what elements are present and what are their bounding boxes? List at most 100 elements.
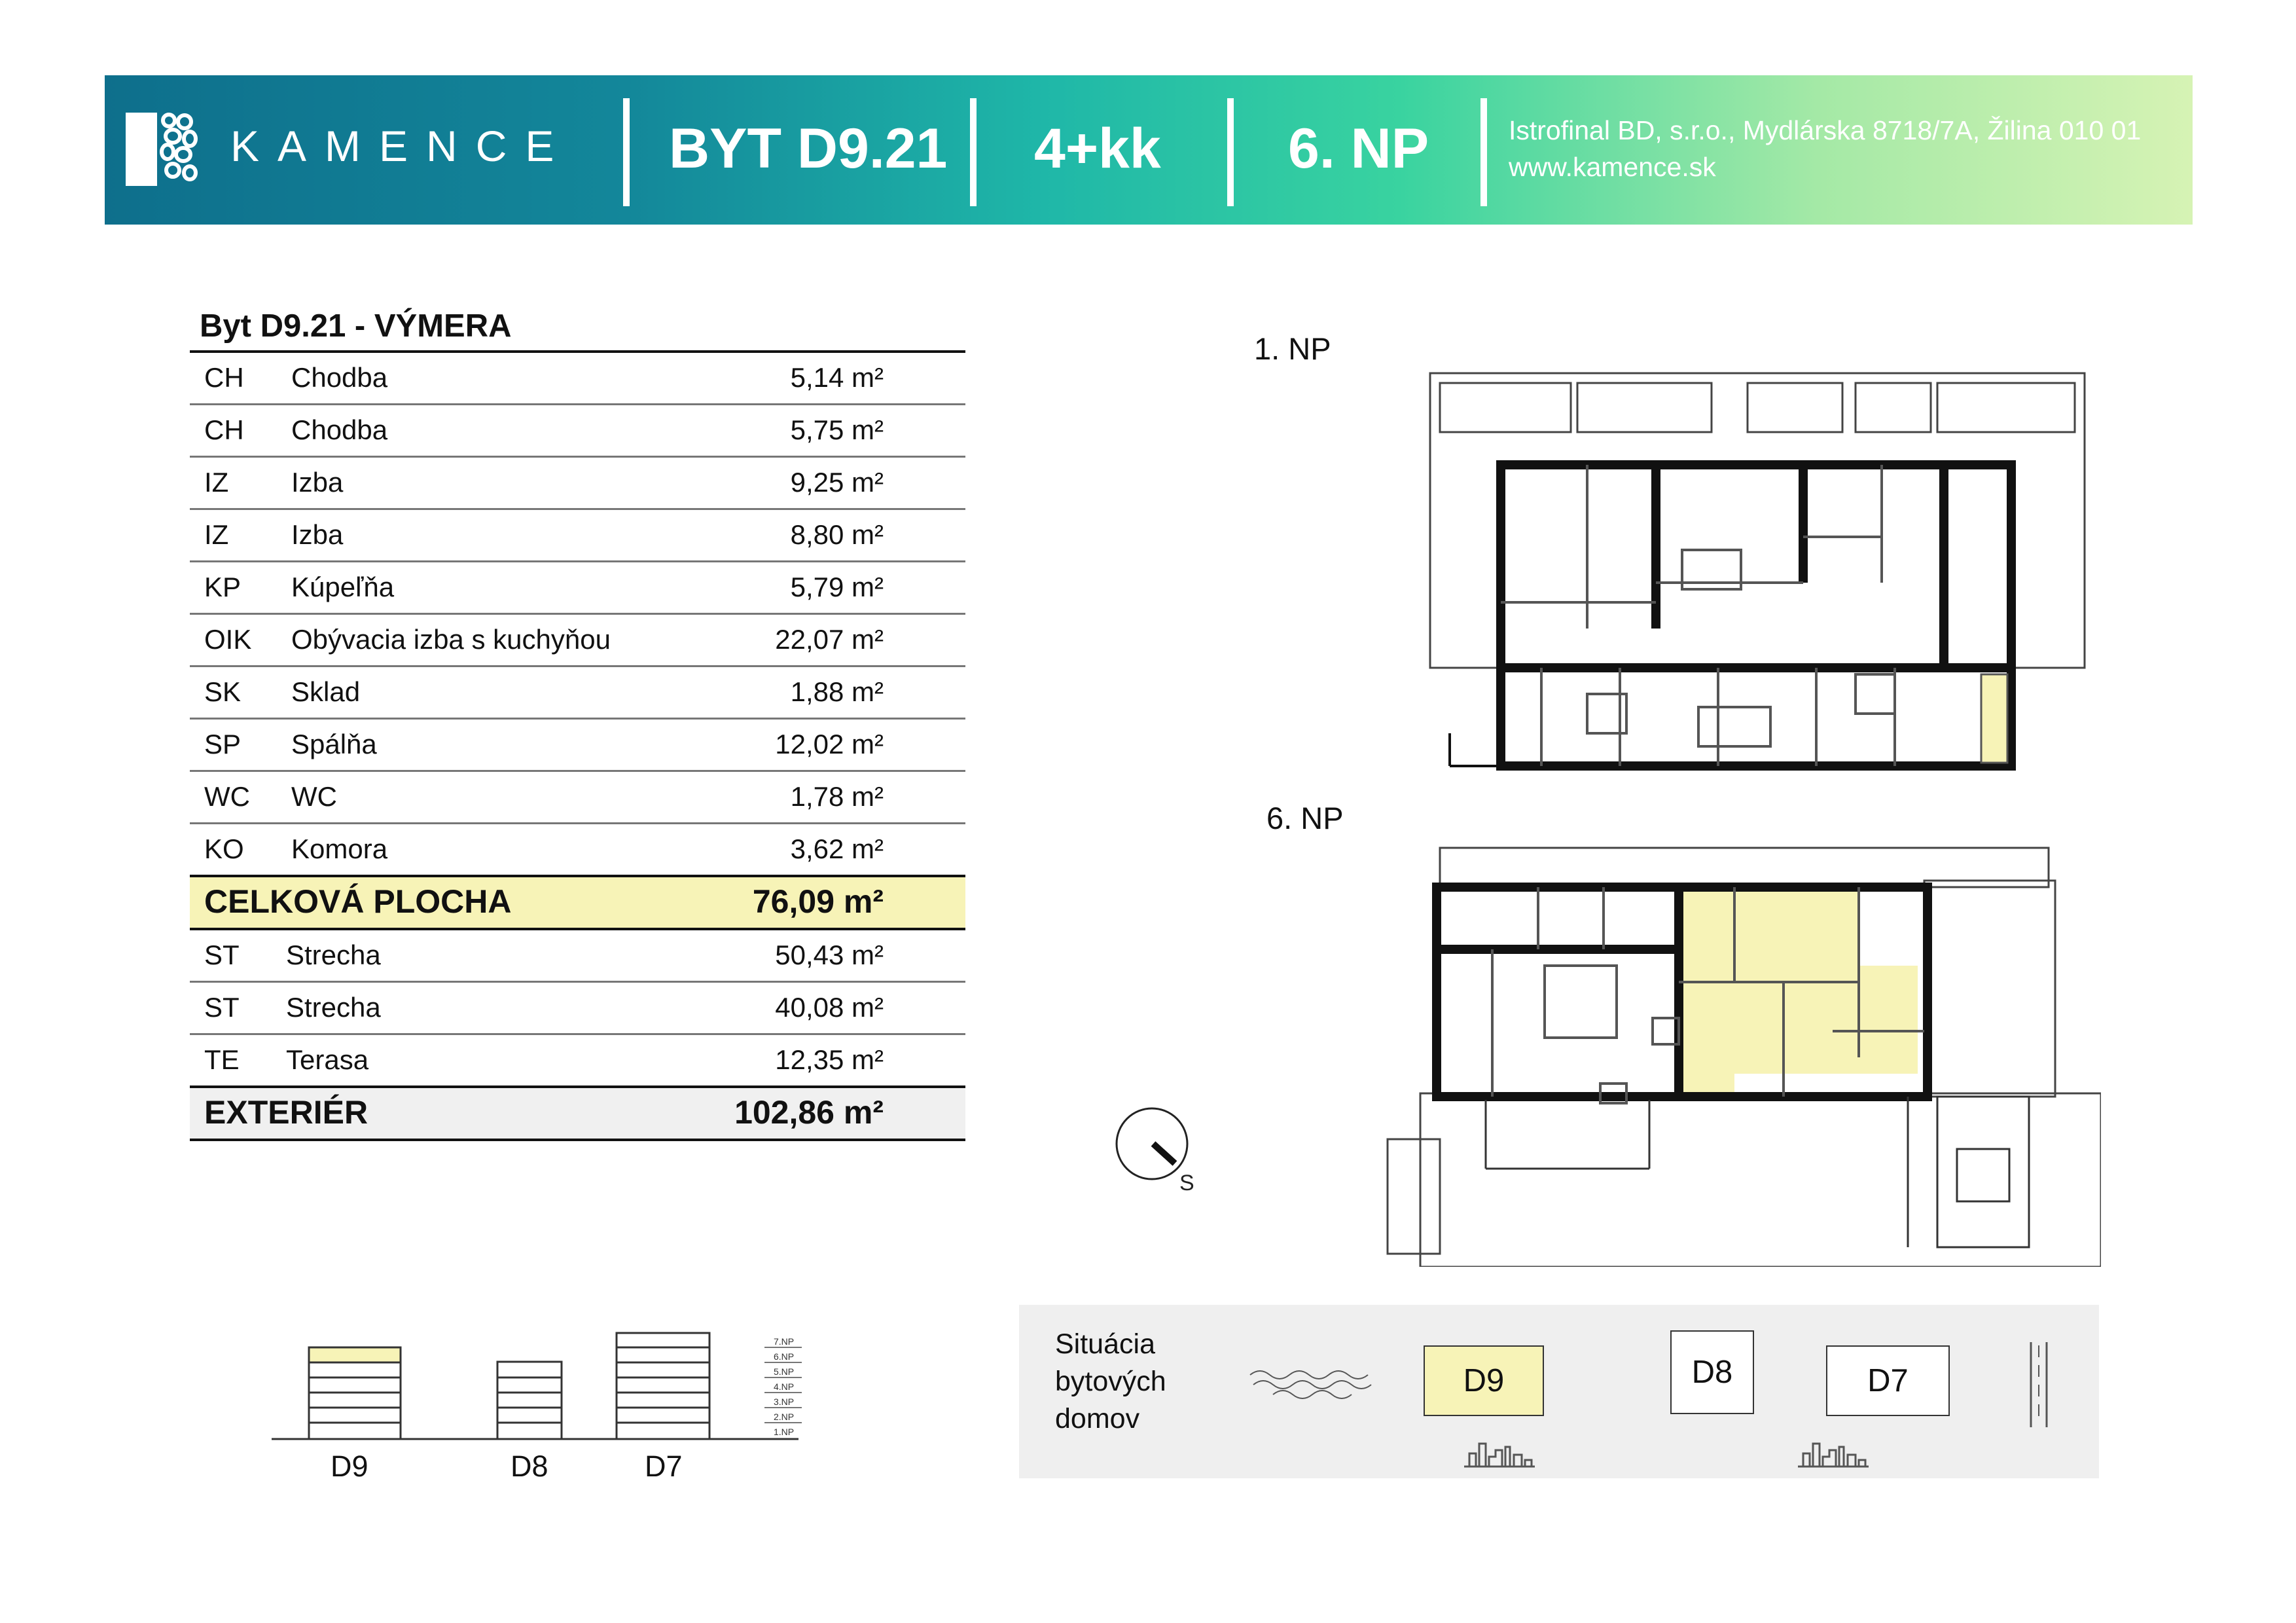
company-address: Istrofinal BD, s.r.o., Mydlárska 8718/7A… [1509,115,2142,145]
exterior-value: 102,86 m² [734,1094,884,1131]
table-row: KP Kúpeľňa 5,79 m² [190,562,965,615]
floor-scale-label: 7.NP [774,1336,794,1347]
room-area: 3,62 m² [790,833,884,864]
exterior-label: EXTERIÉR [204,1094,368,1131]
header-banner [105,75,2193,225]
table-row: SP Spálňa 12,02 m² [190,720,965,772]
city-skyline-icon [1798,1442,1869,1468]
room-name: Komora [291,833,388,864]
brand-name: KAMENCE [230,122,573,170]
room-name: Izba [291,467,344,498]
table-row: CH Chodba 5,75 m² [190,405,965,458]
apartment-layout: 4+kk [1034,117,1161,180]
room-code: KO [204,833,244,864]
room-code: ST [204,992,240,1023]
floor-scale-label: 3.NP [774,1396,794,1407]
compass-letter: S [1179,1171,1194,1195]
logo-stone-icon [126,113,198,186]
room-name: Strecha [286,939,381,970]
situation-building-d9: D9 [1424,1345,1544,1416]
area-table-title: Byt D9.21 - VÝMERA [200,308,512,344]
floor-scale-label: 1.NP [774,1427,794,1437]
room-area: 1,78 m² [790,781,884,812]
website-link[interactable]: www.kamence.sk [1509,152,1716,182]
room-code: TE [204,1044,240,1075]
room-code: SP [204,729,242,759]
room-name: Terasa [286,1044,369,1075]
table-row: TE Terasa 12,35 m² [190,1035,965,1085]
floor-label-1np: 1. NP [1254,331,1331,366]
total-label: CELKOVÁ PLOCHA [204,883,512,920]
room-area: 1,88 m² [790,676,884,707]
table-row: WC WC 1,78 m² [190,772,965,824]
room-name: Strecha [286,992,381,1023]
floor-plan-6np [1386,847,2101,1267]
room-code: ST [204,939,240,970]
room-name: Sklad [291,676,361,707]
north-arrow-icon: S [1115,1107,1194,1195]
floor-label-6np: 6. NP [1266,801,1344,835]
room-area: 9,25 m² [790,467,884,498]
table-row: IZ Izba 8,80 m² [190,510,965,562]
room-code: CH [204,414,244,445]
road-icon [2030,1342,2048,1427]
room-name: Kúpeľňa [291,572,395,602]
total-area-row: CELKOVÁ PLOCHA 76,09 m² [190,875,965,930]
room-name: Chodba [291,362,388,393]
header-separator [970,98,977,206]
room-name: WC [291,781,337,812]
table-row: ST Strecha 50,43 m² [190,930,965,983]
situation-line: domov [1055,1403,1140,1434]
floor-scale-label: 4.NP [774,1381,794,1392]
room-area: 5,14 m² [790,362,884,393]
buildings-floor-diagram: D9 D8 D7 7.NP 6.NP 5.NP 4.NP 3.NP 2.NP 1… [272,1332,802,1483]
apartment-title: BYT D9.21 [669,117,948,180]
room-area: 8,80 m² [790,519,884,550]
room-code: IZ [204,519,229,550]
room-code: OIK [204,624,252,655]
table-row: IZ Izba 9,25 m² [190,458,965,510]
room-area: 50,43 m² [775,939,884,970]
situation-building-d7: D7 [1826,1345,1950,1416]
floor-scale-label: 5.NP [774,1366,794,1377]
building-label-d9: D9 [331,1450,368,1483]
situation-building-d8: D8 [1670,1330,1754,1414]
room-code: CH [204,362,244,393]
header-separator [623,98,630,206]
table-row: ST Strecha 40,08 m² [190,983,965,1035]
floor-plan-1np [1429,372,2086,771]
site-situation-title: Situácia bytových domov [1055,1326,1166,1438]
area-table: CH Chodba 5,14 m² CH Chodba 5,75 m² IZ Izba 9,… [190,350,965,1141]
room-area: 5,75 m² [790,414,884,445]
building-label-d8: D8 [511,1450,548,1483]
city-skyline-icon [1464,1442,1535,1468]
river-waves-icon [1249,1370,1372,1399]
table-row: SK Sklad 1,88 m² [190,667,965,720]
room-code: WC [204,781,250,812]
room-name: Obývacia izba s kuchyňou [291,624,611,655]
room-area: 22,07 m² [775,624,884,655]
room-name: Izba [291,519,344,550]
room-area: 12,35 m² [775,1044,884,1075]
room-code: KP [204,572,242,602]
floor-scale-label: 6.NP [774,1351,794,1362]
situation-line: bytových [1055,1366,1166,1397]
room-area: 12,02 m² [775,729,884,759]
room-code: IZ [204,467,229,498]
table-row: CH Chodba 5,14 m² [190,350,965,405]
situation-line: Situácia [1055,1328,1155,1360]
total-value: 76,09 m² [752,883,884,920]
room-code: SK [204,676,242,707]
exterior-total-row: EXTERIÉR 102,86 m² [190,1085,965,1141]
floor-scale-label: 2.NP [774,1412,794,1422]
header-separator [1227,98,1234,206]
building-label-d7: D7 [645,1450,683,1483]
floor-title: 6. NP [1288,117,1429,180]
room-name: Spálňa [291,729,377,759]
header-separator [1480,98,1487,206]
table-row: KO Komora 3,62 m² [190,824,965,875]
room-area: 5,79 m² [790,572,884,602]
room-area: 40,08 m² [775,992,884,1023]
table-row: OIK Obývacia izba s kuchyňou 22,07 m² [190,615,965,667]
room-name: Chodba [291,414,388,445]
